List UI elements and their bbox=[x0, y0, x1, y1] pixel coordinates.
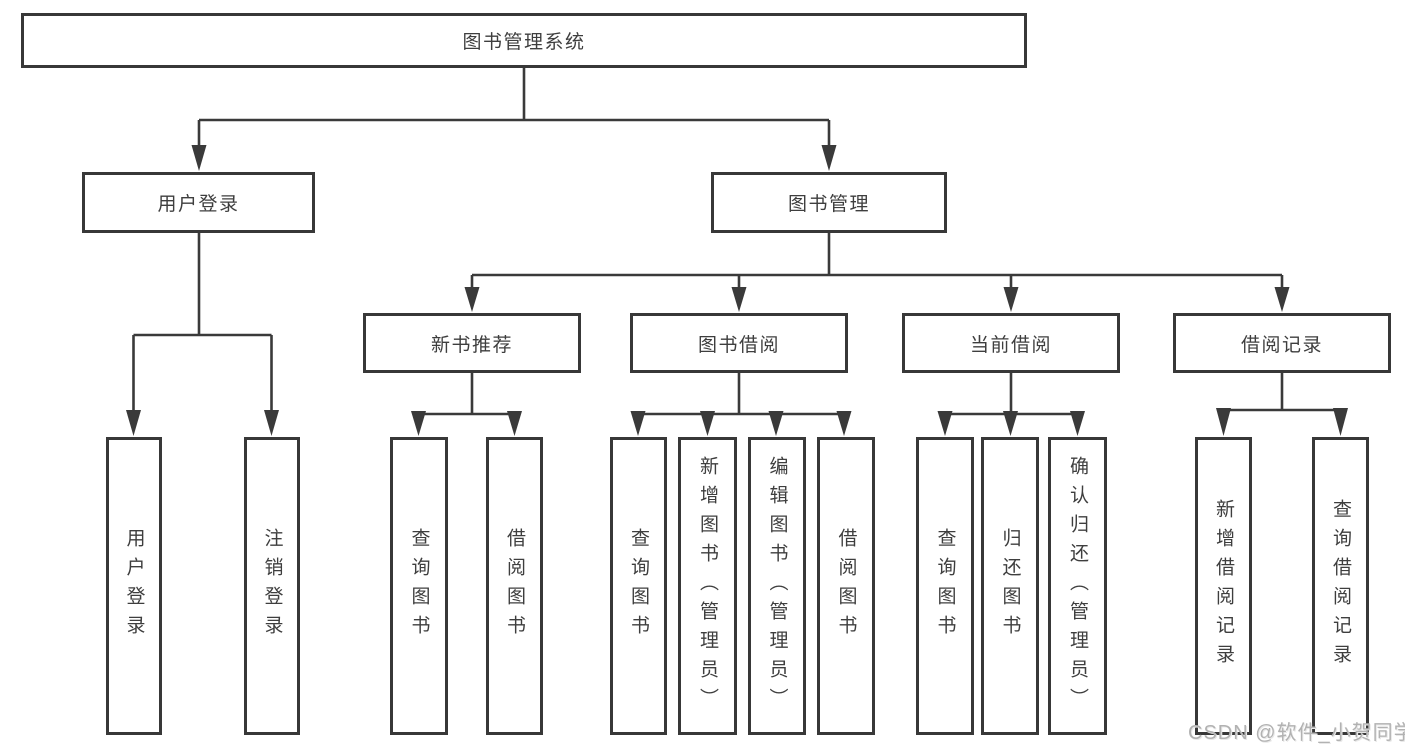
leaf-label: 查询图书 bbox=[628, 528, 649, 644]
node-book-management: 图书管理 bbox=[711, 172, 947, 233]
leaf-user-login: 用户登录 bbox=[106, 437, 162, 735]
leaf-label: 借阅图书 bbox=[835, 528, 857, 644]
node-new-book-recommend: 新书推荐 bbox=[363, 313, 581, 373]
leaf-label: 用户登录 bbox=[123, 528, 145, 644]
leaf-borrow-books-borrowing: 借阅图书 bbox=[817, 437, 875, 735]
leaf-return-book: 归还图书 bbox=[981, 437, 1039, 735]
leaf-add-borrow-record: 新增借阅记录 bbox=[1195, 437, 1252, 735]
leaf-label: 注销登录 bbox=[261, 528, 283, 644]
node-borrowing-records-label: 借阅记录 bbox=[1240, 334, 1323, 356]
leaf-label: 确认归还（管理员） bbox=[1067, 455, 1088, 717]
leaf-borrow-books-recommend: 借阅图书 bbox=[486, 437, 543, 735]
leaf-confirm-return-admin: 确认归还（管理员） bbox=[1048, 437, 1107, 735]
leaf-label: 归还图书 bbox=[999, 528, 1021, 644]
leaf-logout: 注销登录 bbox=[244, 437, 300, 735]
node-current-borrowing-label: 当前借阅 bbox=[969, 334, 1052, 356]
node-book-borrowing: 图书借阅 bbox=[630, 313, 848, 373]
leaf-add-book-admin: 新增图书（管理员） bbox=[678, 437, 737, 735]
leaf-label: 查询图书 bbox=[408, 528, 430, 644]
watermark: CSDN @软件_小贺同学 bbox=[1188, 722, 1405, 744]
leaf-query-books-borrowing: 查询图书 bbox=[610, 437, 667, 735]
node-root-label: 图书管理系统 bbox=[462, 32, 586, 53]
leaf-edit-book-admin: 编辑图书（管理员） bbox=[748, 437, 806, 735]
leaf-label: 编辑图书（管理员） bbox=[766, 455, 788, 717]
node-root: 图书管理系统 bbox=[21, 13, 1027, 68]
node-new-book-recommend-label: 新书推荐 bbox=[430, 334, 513, 356]
leaf-query-books-current: 查询图书 bbox=[916, 437, 974, 735]
node-user-login-label: 用户登录 bbox=[157, 194, 240, 215]
leaf-label: 查询图书 bbox=[934, 528, 956, 644]
node-current-borrowing: 当前借阅 bbox=[902, 313, 1120, 373]
leaf-label: 新增图书（管理员） bbox=[697, 455, 718, 717]
node-user-login: 用户登录 bbox=[82, 172, 315, 233]
node-book-borrowing-label: 图书借阅 bbox=[697, 334, 780, 356]
leaf-query-borrow-record: 查询借阅记录 bbox=[1312, 437, 1369, 735]
leaf-label: 查询借阅记录 bbox=[1330, 499, 1351, 673]
leaf-label: 借阅图书 bbox=[504, 528, 525, 644]
node-borrowing-records: 借阅记录 bbox=[1173, 313, 1391, 373]
leaf-query-books-recommend: 查询图书 bbox=[390, 437, 448, 735]
leaf-label: 新增借阅记录 bbox=[1213, 499, 1234, 673]
node-book-management-label: 图书管理 bbox=[787, 194, 870, 215]
